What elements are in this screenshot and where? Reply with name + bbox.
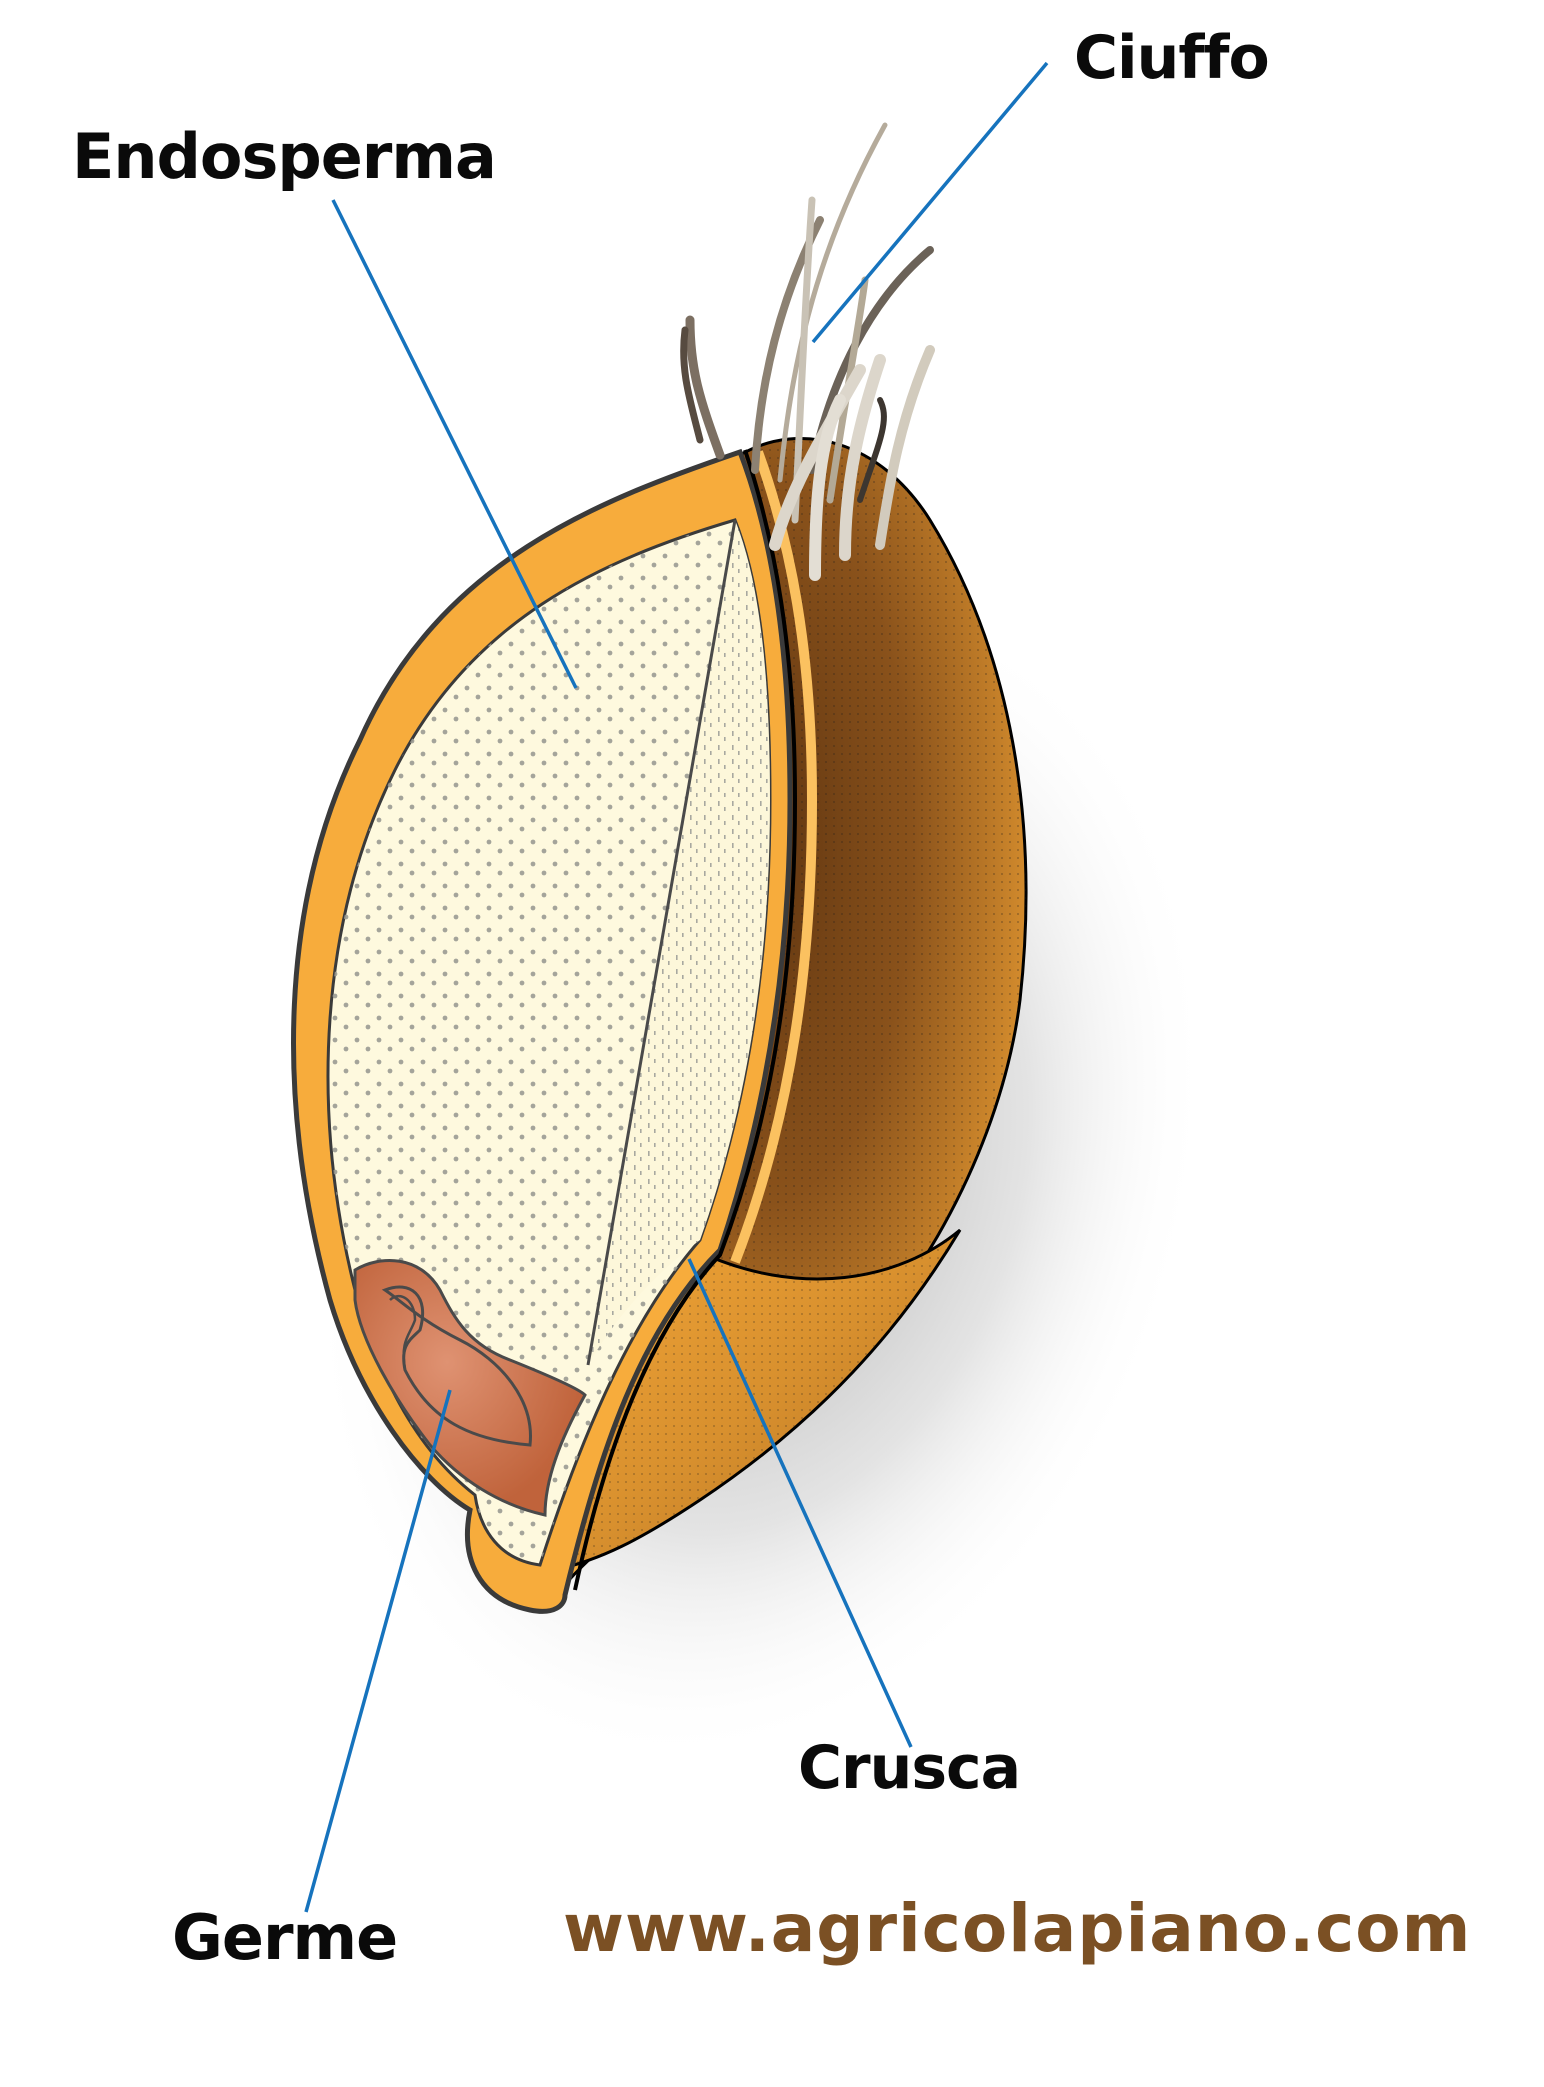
leader-endosperma <box>331 199 578 689</box>
leader-lines <box>304 61 1049 1913</box>
label-germe: Germe <box>172 1901 398 1974</box>
label-endosperma: Endosperma <box>72 120 497 193</box>
leader-crusca <box>687 1258 913 1748</box>
germ <box>353 1259 587 1517</box>
website-url: www.agricolapiano.com <box>563 1890 1472 1967</box>
label-ciuffo: Ciuffo <box>1074 23 1270 93</box>
brush-hairs <box>680 122 935 581</box>
leader-germe <box>304 1389 452 1913</box>
label-crusca: Crusca <box>798 1733 1021 1803</box>
leader-ciuffo <box>811 61 1049 344</box>
